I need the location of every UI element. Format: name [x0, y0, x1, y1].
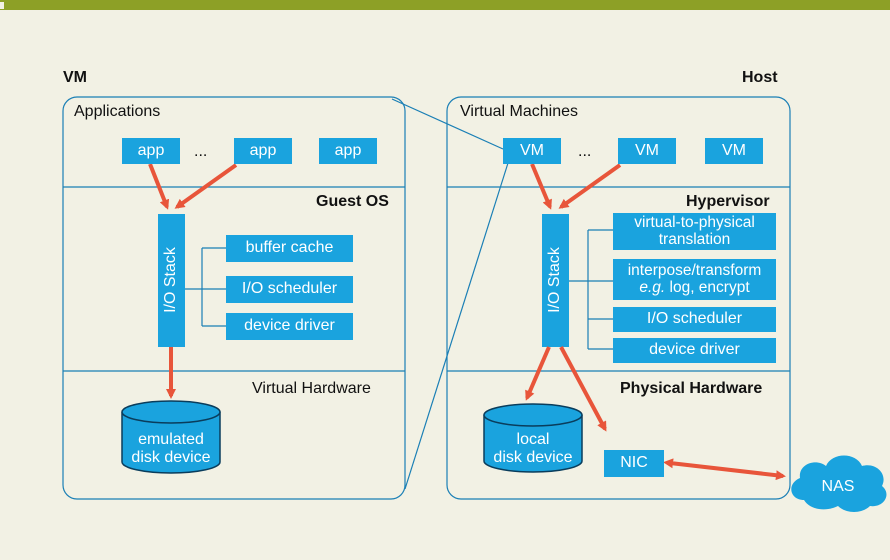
host-disk-label: local disk device	[484, 431, 582, 468]
arrow-host-stack-to-disk	[525, 346, 551, 401]
guest-os-label: Guest OS	[316, 193, 389, 210]
host-disk-cylinder	[483, 403, 583, 473]
host-interpose-box: interpose/transform e.g. log, encrypt	[613, 259, 776, 300]
vm-io-scheduler-box: I/O scheduler	[226, 276, 353, 303]
host-io-stack-label: I/O Stack	[546, 247, 563, 313]
vm-disk-cylinder	[121, 400, 221, 474]
arrow-nic-nas	[663, 458, 786, 481]
vm-disk-label: emulated disk device	[122, 431, 220, 468]
vm-disk-label-line2: disk device	[131, 449, 211, 467]
zoom-line-bottom	[404, 162, 509, 490]
host-io-scheduler-box: I/O scheduler	[613, 307, 776, 332]
arrow-app2-to-vm-stack	[174, 163, 238, 209]
vm-io-stack-label: I/O Stack	[162, 247, 179, 313]
host-device-driver-box: device driver	[613, 338, 776, 363]
physical-hardware-label: Physical Hardware	[620, 380, 763, 397]
host-interpose-eg: e.g.	[639, 278, 666, 296]
vms-ellipsis: ...	[578, 143, 592, 160]
vm-title: VM	[63, 69, 87, 86]
host-interpose-line1: interpose/transform	[627, 262, 762, 280]
arrow-vm2-to-host-stack	[558, 163, 622, 209]
top-accent-bar	[0, 0, 890, 10]
virtual-hardware-label: Virtual Hardware	[252, 380, 371, 397]
vm-box-1: VM	[503, 138, 561, 164]
vm-buffer-cache-box: buffer cache	[226, 235, 353, 262]
app-box-1: app	[122, 138, 180, 164]
virtual-machines-label: Virtual Machines	[460, 103, 578, 120]
arrow-vm1-to-host-stack	[530, 163, 552, 210]
vm-box-2: VM	[618, 138, 676, 164]
vm-panel	[62, 96, 406, 500]
nic-box: NIC	[604, 450, 664, 477]
nas-cloud	[791, 455, 887, 512]
applications-label: Applications	[74, 103, 161, 120]
app-box-2: app	[234, 138, 292, 164]
host-translation-line2: translation	[658, 230, 731, 248]
vm-device-driver-box: device driver	[226, 313, 353, 340]
hypervisor-label: Hypervisor	[686, 193, 770, 210]
apps-ellipsis: ...	[194, 143, 208, 160]
host-io-stack-bar	[542, 214, 569, 347]
zoom-line-top	[391, 98, 504, 150]
app-box-3: app	[319, 138, 377, 164]
host-interpose-rest: log, encrypt	[665, 278, 750, 296]
arrow-host-stack-to-nic	[559, 346, 607, 432]
vm-io-stack-bar	[158, 214, 185, 347]
host-translation-box: virtual-to-physical translation	[613, 213, 776, 250]
nas-label: NAS	[821, 478, 855, 495]
host-panel	[446, 96, 791, 500]
host-title: Host	[742, 69, 778, 86]
top-bar-tick	[0, 2, 4, 9]
host-translation-line1: virtual-to-physical	[634, 214, 755, 232]
host-disk-label-line1: local	[516, 431, 550, 448]
vm-disk-label-line1: emulated	[138, 431, 204, 448]
arrow-app1-to-vm-stack	[148, 163, 170, 210]
host-interpose-line2: e.g. log, encrypt	[639, 278, 750, 296]
vm-box-3: VM	[705, 138, 763, 164]
host-disk-label-line2: disk device	[493, 449, 573, 467]
